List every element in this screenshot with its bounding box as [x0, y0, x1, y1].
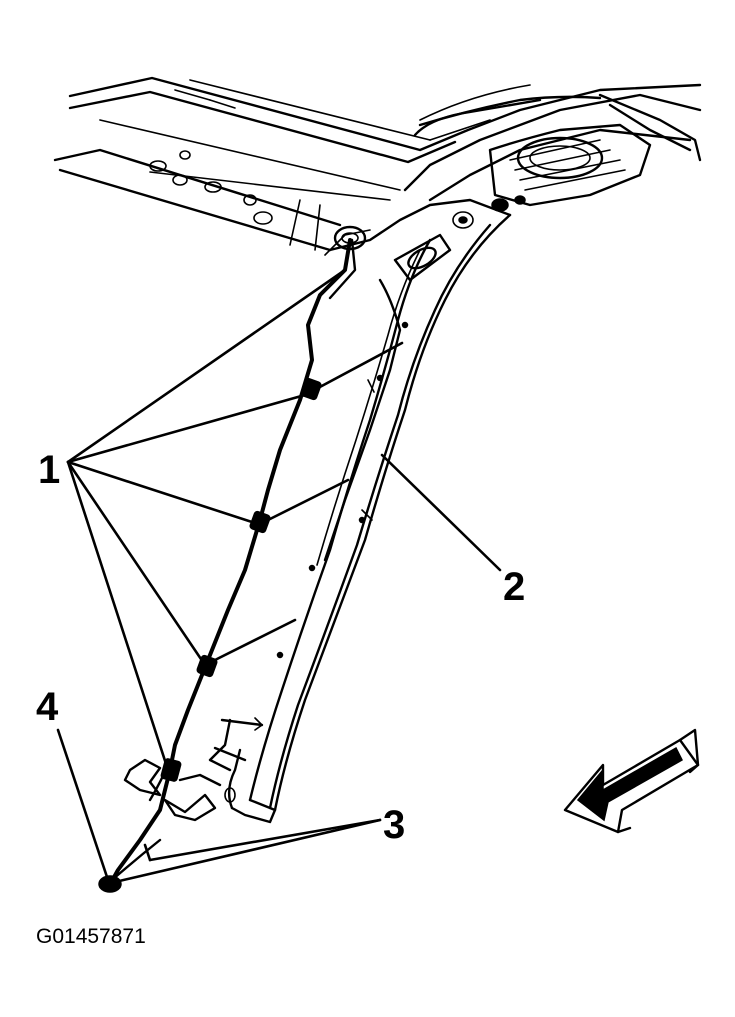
leader-1-to-clip1 [66, 391, 314, 464]
harness-clip-1 [300, 341, 404, 401]
callout-3: 3 [383, 803, 405, 847]
leader-3-a [148, 818, 382, 862]
a-pillar [248, 198, 512, 812]
leader-1-to-clip4 [66, 460, 170, 772]
wire-harness [106, 225, 371, 890]
harness-clip-2 [249, 478, 350, 534]
callout-4: 4 [36, 685, 59, 729]
leader-1-to-header [66, 268, 347, 464]
roof-rail-bracket [403, 93, 702, 212]
leader-2 [380, 453, 502, 572]
pillar-base-bracket [123, 717, 277, 824]
harness-clip-4 [160, 758, 182, 782]
callout-1: 1 [38, 448, 60, 492]
leader-lines [56, 268, 502, 884]
leader-1-to-clip2 [66, 460, 260, 526]
callout-2: 2 [503, 565, 525, 609]
leader-4 [56, 728, 110, 882]
harness-connector [98, 875, 122, 893]
harness-clips [160, 341, 404, 782]
leader-1-to-clip3 [66, 460, 207, 667]
view-direction-arrow-icon [563, 728, 700, 834]
figure-id: G01457871 [36, 925, 146, 948]
leader-3-b [143, 843, 152, 862]
leader-3-c [113, 818, 382, 884]
roof-header-panel [53, 76, 702, 252]
